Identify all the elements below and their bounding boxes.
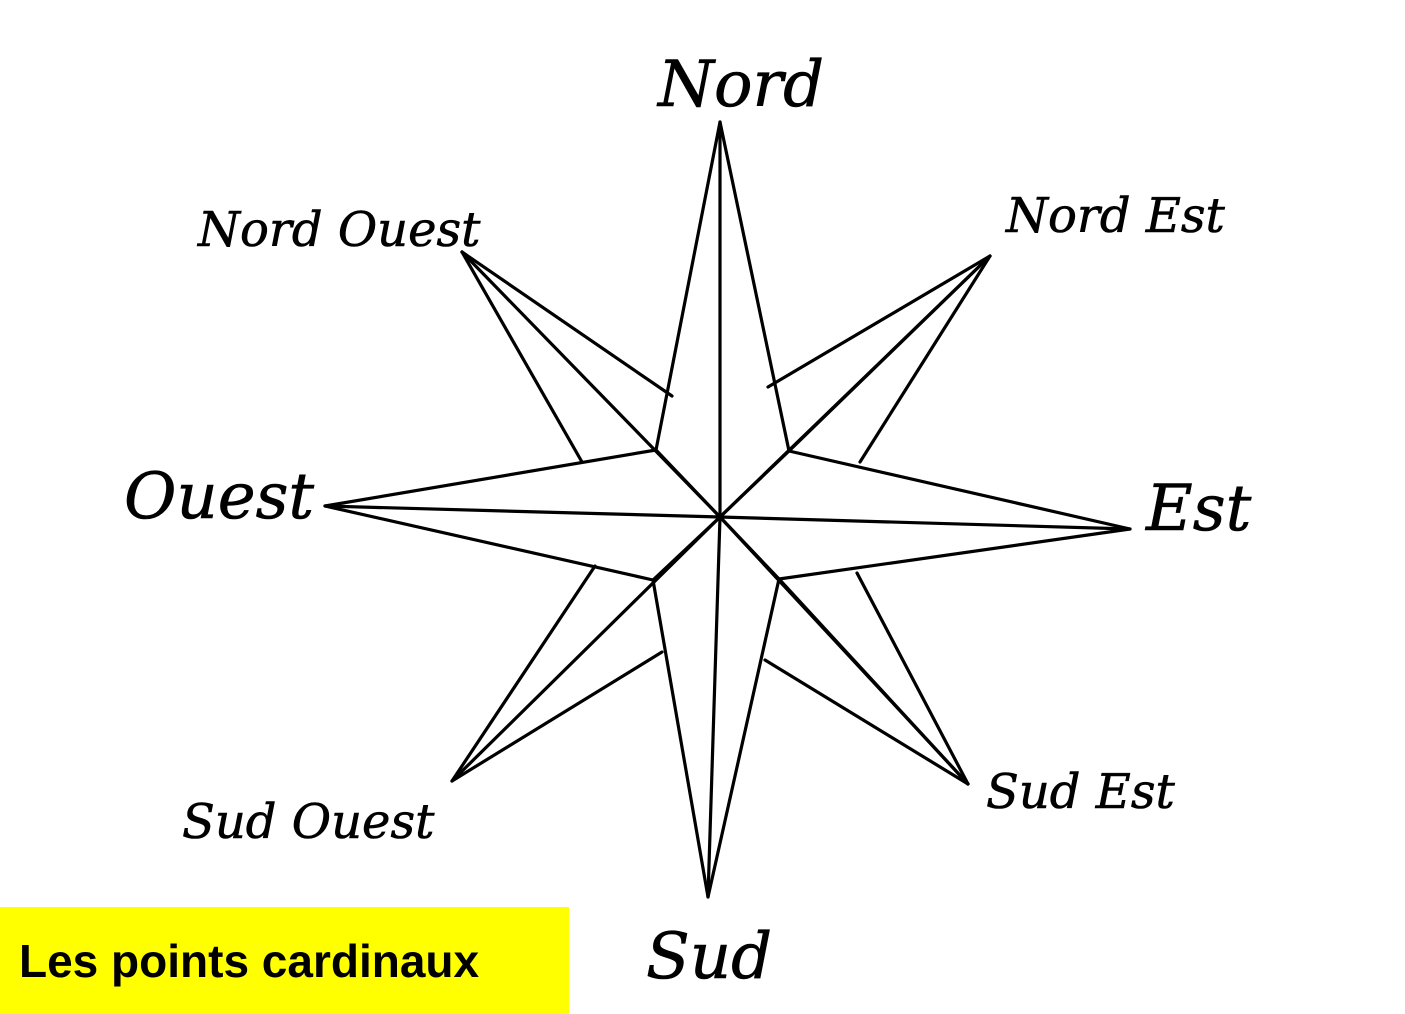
arm-south bbox=[651, 515, 781, 899]
arm-west bbox=[323, 448, 722, 582]
center-diamond bbox=[651, 448, 791, 582]
title-banner: Les points cardinaux bbox=[0, 907, 569, 1014]
label-south-east: Sud Est bbox=[986, 764, 1175, 820]
arm-north bbox=[654, 120, 791, 519]
label-north-east: Nord Est bbox=[1005, 188, 1226, 244]
label-west: Ouest bbox=[124, 460, 314, 534]
label-south: Sud bbox=[646, 920, 772, 994]
diagram-title: Les points cardinaux bbox=[19, 934, 480, 987]
label-south-west: Sud Ouest bbox=[182, 794, 435, 850]
label-north: Nord bbox=[656, 48, 824, 122]
label-east: Est bbox=[1145, 472, 1252, 546]
arm-east bbox=[718, 449, 1132, 581]
label-north-west: Nord Ouest bbox=[197, 202, 481, 258]
